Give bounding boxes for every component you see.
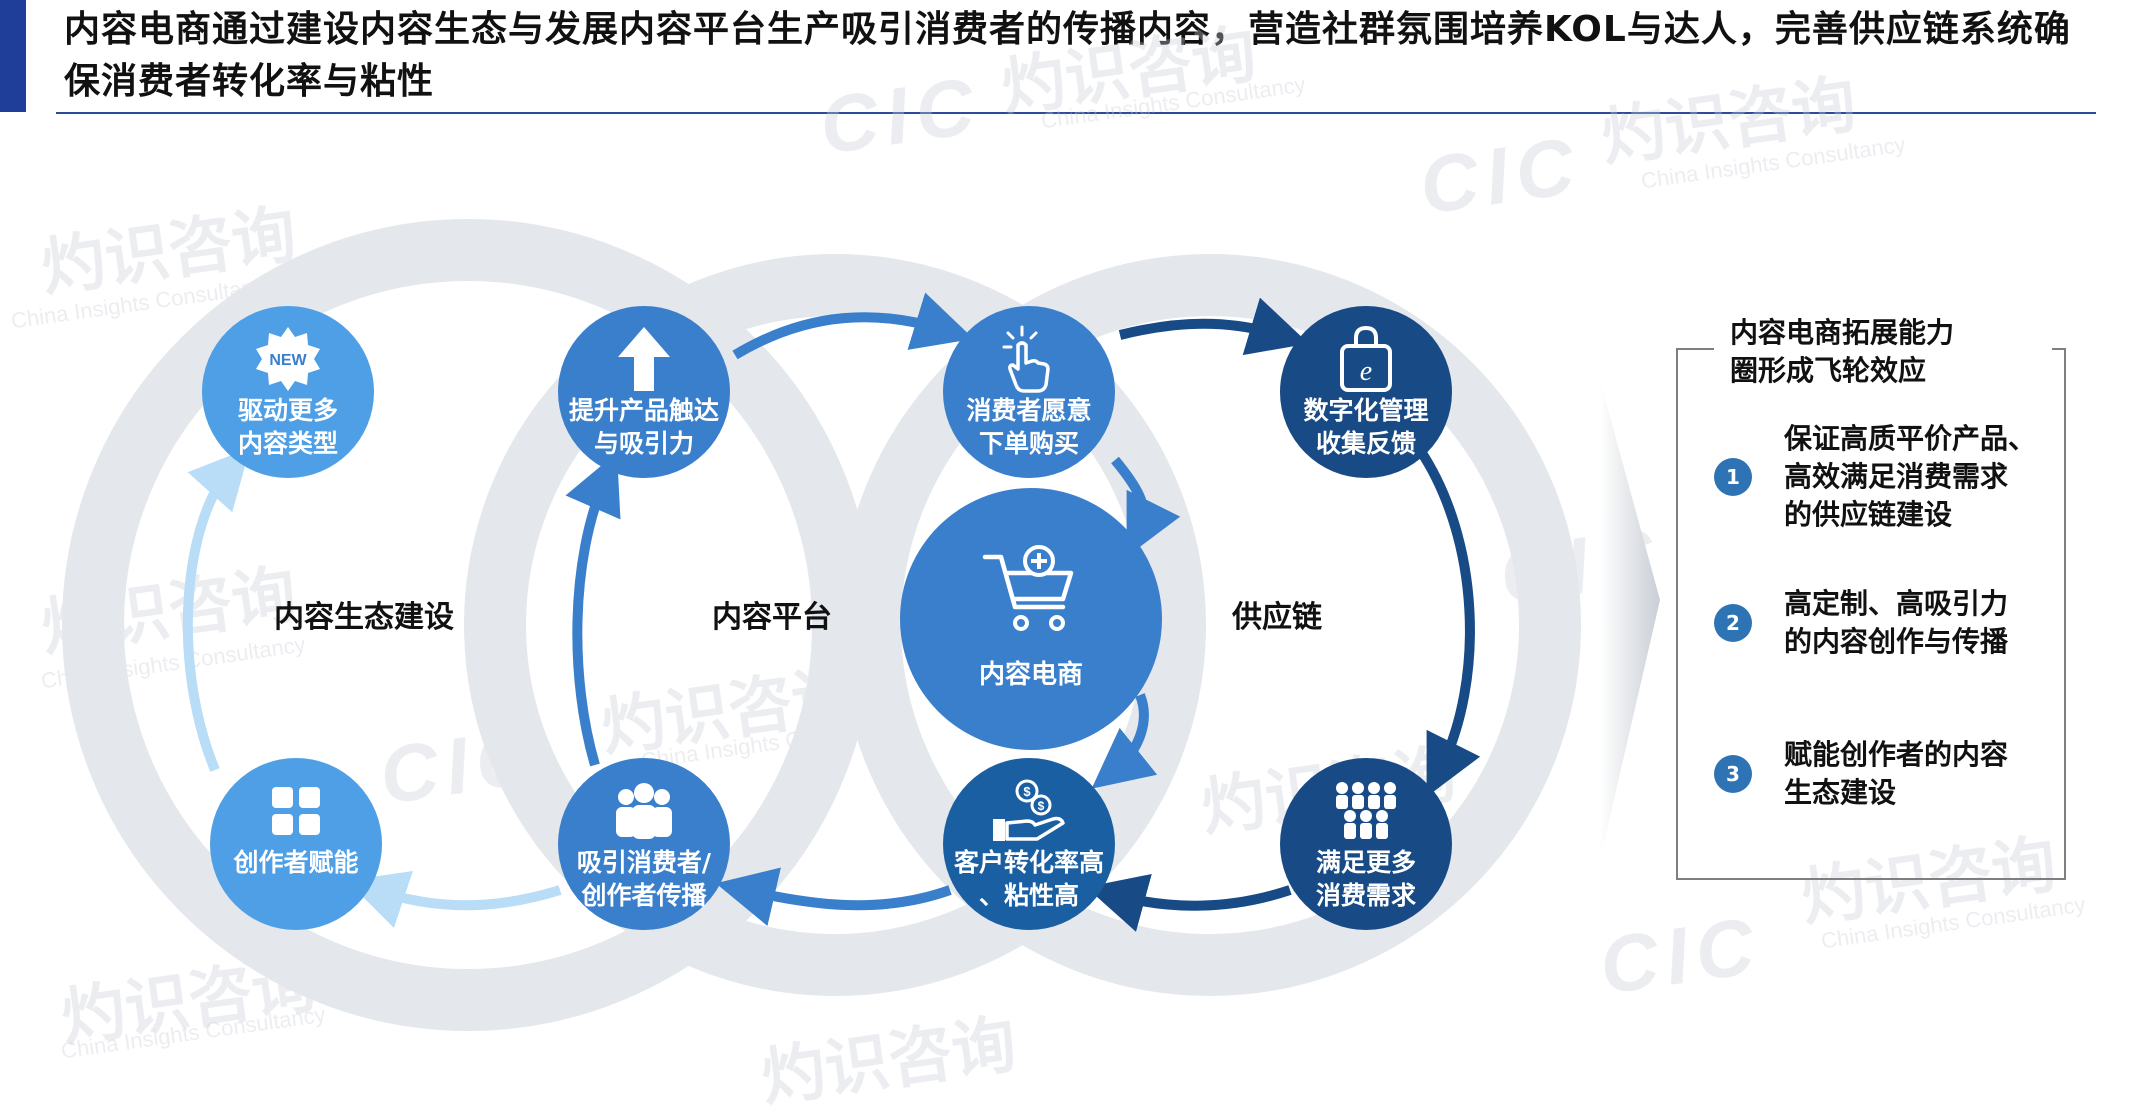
arrow-up-icon: [616, 324, 672, 394]
number-badge: 2: [1714, 604, 1752, 642]
node-label: 提升产品触达 与吸引力: [568, 396, 719, 458]
tap-hand-icon: [998, 324, 1060, 394]
title-accent-bar: [0, 0, 26, 112]
panel-heading: 内容电商拓展能力 圈形成飞轮效应: [1714, 310, 2052, 394]
node-conversion: $ $ 客户转化率高 、粘性高: [943, 758, 1115, 930]
svg-text:$: $: [1038, 799, 1045, 813]
panel-item: 3 赋能创作者的内容 生态建设: [1714, 736, 2008, 812]
e-shopping-bag-icon: e: [1338, 324, 1394, 394]
node-label: 消费者愿意 下单购买: [966, 396, 1092, 458]
crowd-icon: [1326, 776, 1406, 846]
arrow-satisfy-to-convert: [1086, 873, 1292, 932]
node-drive-content: NEW 驱动更多 内容类型: [202, 306, 374, 478]
node-label: 满足更多 消费需求: [1315, 848, 1416, 910]
node-content-ecommerce-center: 内容电商: [900, 488, 1162, 750]
ring-platform: [464, 254, 1206, 996]
section-label-platform: 内容平台: [712, 600, 832, 635]
flywheel-diagram: [62, 219, 1660, 1031]
node-label: 客户转化率高 、粘性高: [953, 848, 1104, 910]
arrow-creator-to-drive: [182, 447, 251, 772]
svg-text:e: e: [1360, 356, 1372, 387]
node-satisfy-demand: 满足更多 消费需求: [1280, 758, 1452, 930]
svg-text:$: $: [1023, 784, 1031, 799]
node-label: 吸引消费者/ 创作者传播: [576, 848, 712, 910]
node-label: 创作者赋能: [233, 848, 359, 877]
node-digital-management: e 数字化管理 收集反馈: [1280, 306, 1452, 478]
panel-item-text: 赋能创作者的内容 生态建设: [1784, 738, 2009, 809]
section-label-supply: 供应链: [1232, 600, 1322, 635]
people-group-icon: [606, 776, 682, 846]
panel-item-text: 保证高质平价产品、 高效满足消费需求 的供应链建设: [1784, 422, 2037, 531]
arrow-willing-to-digital: [1118, 297, 1309, 356]
panel-item-text: 高定制、高吸引力 的内容创作与传播: [1784, 587, 2009, 658]
arrow-reach-to-willing: [732, 292, 974, 360]
node-label: 内容电商: [978, 660, 1083, 690]
panel-item: 2 高定制、高吸引力 的内容创作与传播: [1714, 585, 2008, 661]
title-divider: [56, 112, 2096, 114]
grid-icon: [268, 776, 324, 846]
number-badge: 3: [1714, 755, 1752, 793]
node-label: 驱动更多 内容类型: [237, 396, 338, 458]
panel-item: 1 保证高质平价产品、 高效满足消费需求 的供应链建设: [1714, 420, 2036, 534]
arrow-convert-to-attract: [715, 867, 952, 926]
node-attract: 吸引消费者/ 创作者传播: [558, 758, 730, 930]
number-badge: 1: [1714, 458, 1752, 496]
new-badge-icon: NEW: [254, 324, 322, 394]
arrow-center-to-convert: [1091, 693, 1158, 789]
arrow-willing-to-center: [1111, 456, 1181, 557]
cart-icon: [981, 533, 1081, 653]
page-title: 内容电商通过建设内容生态与发展内容平台生产吸引消费者的传播内容，营造社群氛围培养…: [64, 9, 2071, 102]
ring-supply: [839, 254, 1581, 996]
node-creator-empower: 创作者赋能: [210, 758, 382, 930]
money-hand-icon: $ $: [991, 776, 1067, 846]
new-badge-text: NEW: [269, 352, 307, 369]
arrow-attract-to-creator: [346, 871, 562, 928]
node-label: 数字化管理 收集反馈: [1303, 396, 1429, 458]
node-willing-to-buy: 消费者愿意 下单购买: [943, 306, 1115, 478]
chevron-separator: [1600, 380, 1660, 860]
arrow-attract-to-reach: [565, 452, 621, 767]
arrow-digital-to-satisfy: [1415, 447, 1481, 797]
node-reach: 提升产品触达 与吸引力: [558, 306, 730, 478]
section-label-ecology: 内容生态建设: [274, 600, 454, 635]
